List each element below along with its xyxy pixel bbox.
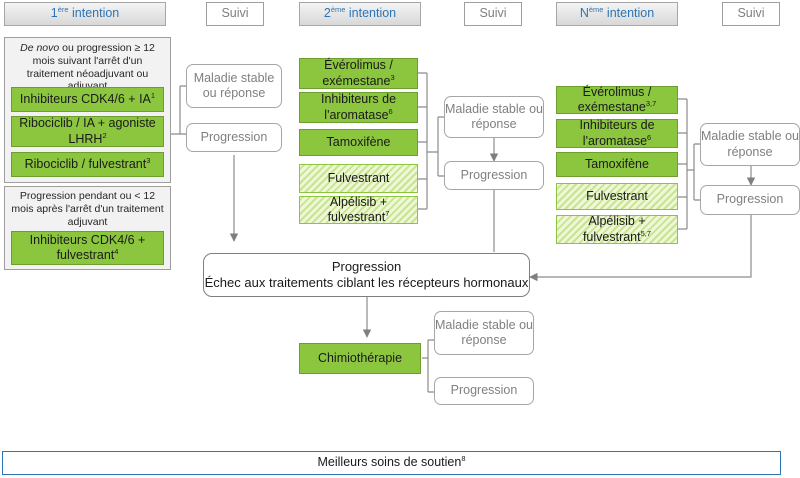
followup-1-stable: Maladie stable ou réponse [186, 64, 282, 108]
header-first-sup: ère [57, 5, 69, 15]
header-first-line: 1ère intention [4, 2, 166, 26]
nth-option-aromatase-inhibitors: Inhibiteurs de l'aromatase6 [556, 118, 678, 148]
chemotherapy-box: Chimiothérapie [299, 343, 421, 374]
header-followup-3: Suivi [722, 2, 780, 26]
best-supportive-care-box: Meilleurs soins de soutien8 [2, 451, 781, 475]
option-cdk46-ia: Inhibiteurs CDK4/6 + IA1 [11, 87, 164, 112]
failure-line-progression: Progression [331, 259, 402, 275]
header-second-label: intention [345, 6, 397, 21]
second-option-aromatase-inhibitors: Inhibiteurs de l'aromatase6 [299, 92, 418, 123]
nth-option-alpelisib-fulvestrant: Alpélisib + fulvestrant5,7 [556, 214, 678, 244]
header-nth-letter: N [579, 6, 589, 21]
nth-option-everolimus-exemestane: Évérolimus / exémestane3,7 [556, 85, 678, 114]
de-novo-rest: ou progression ≥ 12 mois suivant l'arrêt… [26, 42, 155, 92]
connector-first-to-followup [171, 85, 186, 135]
followup-chemo-progression: Progression [434, 377, 534, 405]
second-option-everolimus-exemestane: Évérolimus / exémestane3 [299, 58, 418, 89]
failure-line-description: Échec aux traitements ciblant les récept… [204, 275, 529, 290]
header-second-number: 2 [323, 6, 331, 21]
header-first-label: intention [68, 6, 120, 21]
followup-3-stable: Maladie stable ou réponse [700, 123, 800, 166]
connector-nth-bracket [678, 98, 700, 230]
de-novo-italic: De novo [20, 42, 60, 54]
first-line-panel-de-novo-intro: De novo ou progression ≥ 12 mois suivant… [10, 42, 165, 93]
followup-chemo-stable: Maladie stable ou réponse [434, 311, 534, 355]
header-nth-sup: ème [588, 5, 604, 15]
option-ribociclib-ia-lhrh: Ribociclib / IA + agoniste LHRH2 [11, 116, 164, 147]
nth-option-fulvestrant: Fulvestrant [556, 183, 678, 210]
nth-option-tamoxifen: Tamoxifène [556, 152, 678, 177]
header-nth-line: Nème intention [556, 2, 678, 26]
connector-chemo-bracket [422, 339, 434, 393]
header-second-line: 2ème intention [299, 2, 421, 26]
connector-second-bracket [418, 72, 444, 210]
followup-2-progression: Progression [444, 161, 544, 190]
followup-2-stable: Maladie stable ou réponse [444, 96, 544, 138]
followup-3-progression: Progression [700, 185, 800, 215]
second-option-tamoxifen: Tamoxifène [299, 129, 418, 156]
header-first-number: 1 [50, 6, 58, 21]
second-option-alpelisib-fulvestrant: Alpélisib + fulvestrant7 [299, 195, 418, 224]
connector-nth-progression-to-failure [529, 215, 752, 282]
option-cdk46-fulvestrant: Inhibiteurs CDK4/6 + fulvestrant4 [11, 231, 164, 265]
header-second-sup: ème [330, 5, 346, 15]
option-ribociclib-fulvestrant: Ribociclib / fulvestrant3 [11, 152, 164, 177]
header-nth-label: intention [603, 6, 655, 21]
header-followup-2: Suivi [464, 2, 522, 26]
second-option-fulvestrant: Fulvestrant [299, 164, 418, 193]
header-followup-1: Suivi [206, 2, 264, 26]
endocrine-failure-box: Progression Échec aux traitements ciblan… [203, 253, 530, 297]
first-line-panel-early-progression-intro: Progression pendant ou < 12 mois après l… [11, 190, 164, 228]
followup-1-progression: Progression [186, 123, 282, 152]
